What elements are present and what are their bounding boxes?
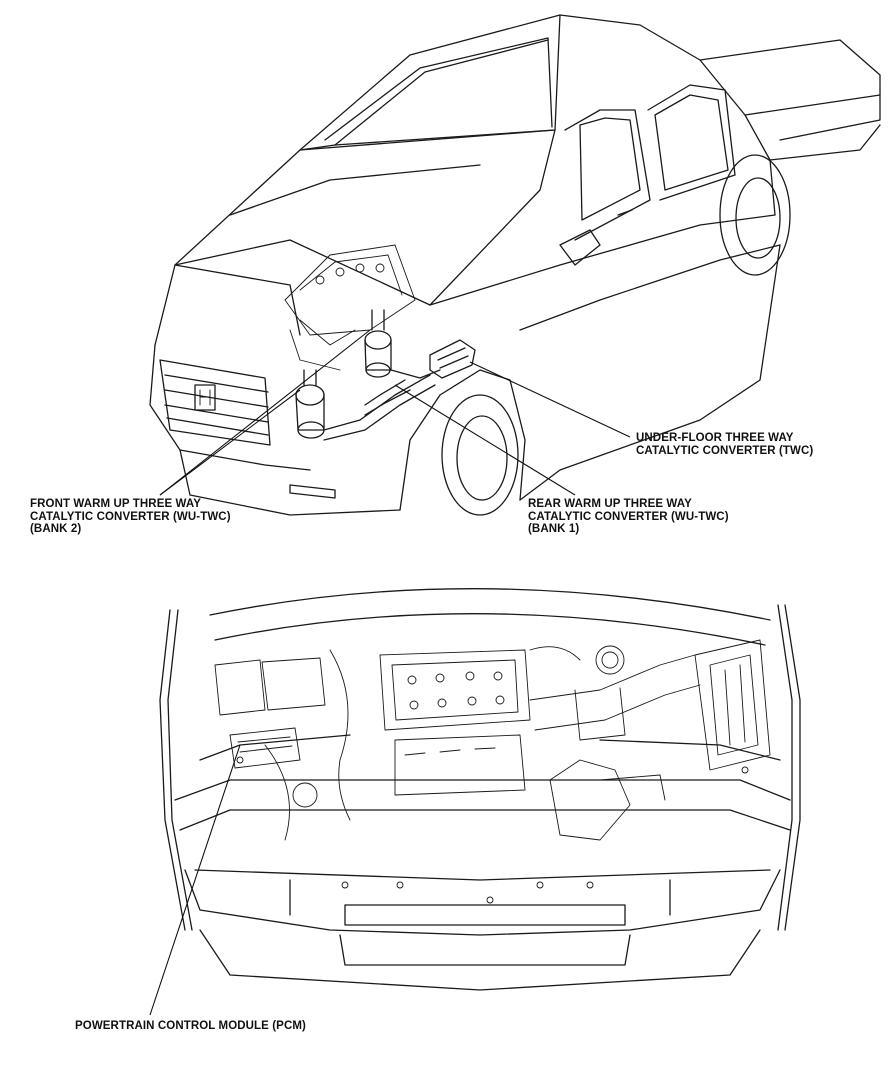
callout-leaders-bottom [149, 744, 241, 1016]
label-rear-wu-twc-line1: REAR WARM UP THREE WAY [528, 498, 692, 510]
leader-front-wu-twc-b [159, 329, 371, 496]
label-front-wu-twc-line1: FRONT WARM UP THREE WAY [30, 498, 201, 510]
engine-sketch [284, 244, 416, 371]
leader-underfloor-twc [469, 361, 631, 438]
exhaust-pipes [323, 369, 441, 441]
underfloor-twc-converter [429, 339, 476, 379]
label-front-wu-twc-line2: CATALYTIC CONVERTER (WU-TWC) [30, 510, 231, 523]
truck-body-outline [149, 14, 881, 516]
engine-bay-outline [159, 588, 801, 991]
rear-wu-twc-converter [364, 309, 392, 378]
engine-bay-components [214, 639, 771, 904]
label-underfloor-twc-line1: UNDER-FLOOR THREE WAY [636, 432, 794, 444]
label-underfloor-twc-line2: CATALYTIC CONVERTER (TWC) [636, 444, 814, 457]
front-wu-twc-converter [295, 369, 325, 439]
label-pcm: POWERTRAIN CONTROL MODULE (PCM) [75, 1020, 306, 1033]
label-front-wu-twc: FRONT WARM UP THREE WAY CATALYTIC CONVER… [30, 498, 231, 536]
label-front-wu-twc-line3: (BANK 2) [30, 523, 82, 535]
leader-rear-wu-twc [394, 384, 576, 496]
label-pcm-line1: POWERTRAIN CONTROL MODULE (PCM) [75, 1020, 306, 1032]
label-rear-wu-twc-line2: CATALYTIC CONVERTER (WU-TWC) [528, 510, 729, 523]
label-underfloor-twc: UNDER-FLOOR THREE WAY CATALYTIC CONVERTE… [636, 432, 813, 457]
callout-leaders-top [159, 329, 631, 496]
leader-front-wu-twc-a [159, 389, 301, 496]
leader-pcm [149, 744, 241, 1016]
label-rear-wu-twc-line3: (BANK 1) [528, 523, 580, 535]
label-rear-wu-twc: REAR WARM UP THREE WAY CATALYTIC CONVERT… [528, 498, 729, 536]
